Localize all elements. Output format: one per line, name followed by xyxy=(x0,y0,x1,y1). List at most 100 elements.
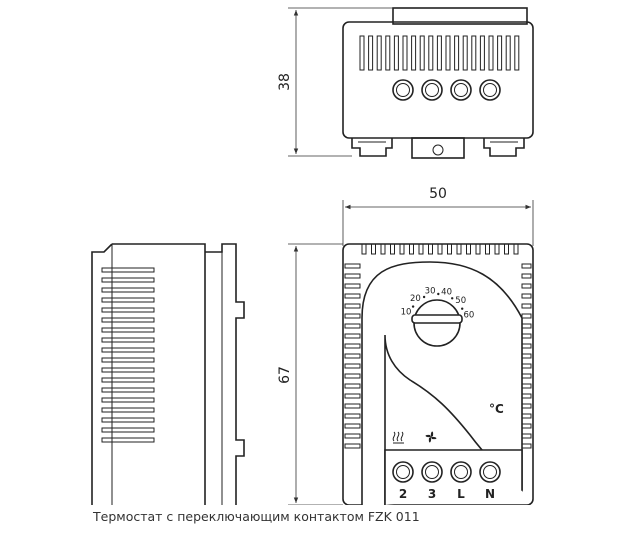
vent-slot xyxy=(428,243,433,255)
top-view-body xyxy=(342,21,534,139)
terminal-hole xyxy=(421,79,443,101)
vent-slot xyxy=(344,283,361,289)
vent-slot xyxy=(454,35,460,71)
vent-slot xyxy=(521,343,532,349)
vent-slot xyxy=(359,35,365,71)
terminal-hole-inner xyxy=(425,83,439,97)
vent-slot xyxy=(344,373,361,379)
terminal-hole-inner xyxy=(454,83,468,97)
terminal-screw-inner xyxy=(483,465,497,479)
terminal-hole xyxy=(450,79,472,101)
vent-slot xyxy=(462,35,468,71)
vent-slot xyxy=(344,273,361,279)
scale-label: 50 xyxy=(455,296,466,306)
vent-slot xyxy=(101,427,155,433)
vent-slot xyxy=(101,397,155,403)
terminal-N[interactable]: N xyxy=(479,461,501,501)
dimension-50: 50 xyxy=(342,186,534,246)
terminal-screw[interactable] xyxy=(392,461,414,483)
vent-slot xyxy=(513,243,519,255)
dimension-38-label: 38 xyxy=(277,73,293,91)
vent-slot xyxy=(371,243,376,255)
scale-dot xyxy=(437,292,440,296)
vent-slot xyxy=(488,35,494,71)
scale-dot xyxy=(461,307,464,310)
vent-slot xyxy=(344,443,361,449)
side-view-vents xyxy=(101,267,155,443)
vent-slot xyxy=(521,433,532,439)
vent-slot xyxy=(101,267,155,273)
vent-slot xyxy=(521,383,532,389)
vent-slot xyxy=(344,353,361,359)
vent-slot xyxy=(504,243,509,255)
dimension-67: 67 xyxy=(277,243,343,505)
top-view xyxy=(342,7,534,159)
vent-slot xyxy=(344,363,361,369)
vent-slot xyxy=(344,323,361,329)
heater-icon xyxy=(392,431,404,444)
terminal-hole-inner xyxy=(396,83,410,97)
scale-dot xyxy=(411,305,415,308)
vent-slot xyxy=(344,433,361,439)
vent-slot xyxy=(521,273,532,279)
vent-slot xyxy=(344,393,361,399)
vent-slot xyxy=(521,443,532,449)
vent-slot xyxy=(419,35,425,71)
vent-slot xyxy=(101,317,155,323)
top-view-clip-left xyxy=(351,138,393,157)
vent-slot xyxy=(393,35,399,71)
vent-slot xyxy=(521,303,532,309)
vent-slot xyxy=(475,243,481,255)
scale-label: 10 xyxy=(401,308,412,318)
vent-slot xyxy=(101,437,155,443)
vent-slot xyxy=(101,297,155,303)
vent-slot xyxy=(521,353,532,359)
front-view-top-vents xyxy=(361,243,519,255)
vent-slot xyxy=(368,35,374,71)
terminal-hole-inner xyxy=(483,83,497,97)
vent-slot xyxy=(344,403,361,409)
terminal-label: 2 xyxy=(399,487,407,501)
top-view-center-clip xyxy=(411,137,465,159)
side-view-body xyxy=(112,243,206,505)
side-view xyxy=(91,243,245,505)
terminal-3[interactable]: 3 xyxy=(421,461,443,501)
front-view-left-vents xyxy=(344,263,361,449)
fan-icon xyxy=(425,431,437,443)
front-view-right-vents xyxy=(521,263,532,449)
top-view-vents xyxy=(359,35,520,71)
vent-slot xyxy=(344,413,361,419)
vent-slot xyxy=(456,243,462,255)
vent-slot xyxy=(514,35,520,71)
vent-slot xyxy=(344,343,361,349)
terminal-L[interactable]: L xyxy=(450,461,472,501)
vent-slot xyxy=(521,413,532,419)
vent-slot xyxy=(479,35,485,71)
top-view-cap xyxy=(392,7,528,25)
terminal-2[interactable]: 2 xyxy=(392,461,414,501)
side-view-back-edge xyxy=(91,243,113,505)
vent-slot xyxy=(344,313,361,319)
terminal-screw[interactable] xyxy=(479,461,501,483)
vent-slot xyxy=(101,307,155,313)
scale-dot xyxy=(451,297,454,300)
terminal-hole xyxy=(479,79,501,101)
vent-slot xyxy=(428,35,434,71)
vent-slot xyxy=(344,293,361,299)
temperature-dial-slot[interactable] xyxy=(411,314,463,324)
vent-slot xyxy=(437,243,443,255)
terminal-screw[interactable] xyxy=(450,461,472,483)
top-view-clip-right xyxy=(483,138,525,157)
scale-dot xyxy=(422,295,426,299)
vent-slot xyxy=(101,357,155,363)
scale-label: 20 xyxy=(410,294,421,304)
vent-slot xyxy=(101,367,155,373)
vent-slot xyxy=(436,35,442,71)
terminal-screw[interactable] xyxy=(421,461,443,483)
vent-slot xyxy=(402,35,408,71)
vent-slot xyxy=(385,35,391,71)
vent-slot xyxy=(521,393,532,399)
